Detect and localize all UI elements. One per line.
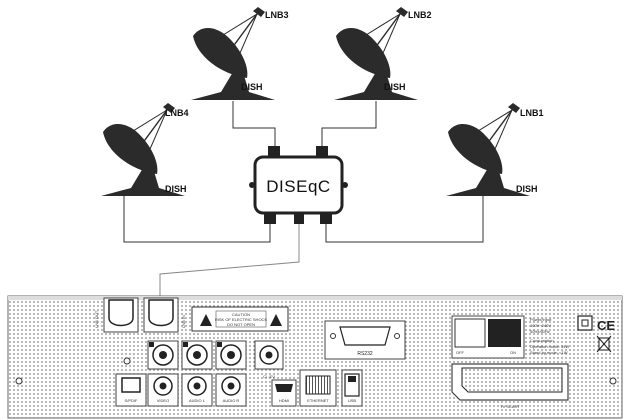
lnb-label: LNB1 xyxy=(520,108,544,118)
dish-lnb3: LNB3 DISH xyxy=(190,6,289,101)
dish-lnb2: LNB2 DISH xyxy=(333,6,432,101)
rca-jack-2[interactable] xyxy=(181,340,213,370)
lnb-cables xyxy=(123,101,484,243)
rca-jack-3[interactable] xyxy=(215,340,247,370)
lnb-in-label: LNB IN xyxy=(181,315,186,328)
dish-label: DISH xyxy=(165,184,187,194)
ce-mark: CE xyxy=(597,318,615,333)
screw-hole xyxy=(609,377,617,385)
tv-scart-port[interactable]: TV SCART xyxy=(451,363,569,409)
svg-text:Consumption: Consumption xyxy=(530,338,554,343)
power-switch[interactable]: OFF ON xyxy=(451,315,525,359)
satellite-dish-icon xyxy=(445,102,531,197)
rs232-port[interactable]: RS232 xyxy=(324,320,406,360)
hdmi-port[interactable]: HDMI xyxy=(271,379,297,407)
svg-text:HDMI: HDMI xyxy=(279,398,289,403)
svg-text:Stand by mode: <1W: Stand by mode: <1W xyxy=(530,350,568,355)
weee-bin-icon xyxy=(596,335,612,353)
dish-label: DISH xyxy=(516,184,538,194)
svg-text:Power/Input: Power/Input xyxy=(530,317,552,322)
svg-text:RISK OF ELECTRIC SHOCK: RISK OF ELECTRIC SHOCK xyxy=(215,317,268,322)
receiver-cable xyxy=(159,224,300,310)
usb-port[interactable]: USB xyxy=(341,369,363,407)
svg-text:ON: ON xyxy=(510,350,516,355)
dish-lnb4: LNB4 DISH xyxy=(100,102,189,197)
svg-text:VIDEO: VIDEO xyxy=(157,398,169,403)
audio-r-jack[interactable]: AUDIO R xyxy=(215,373,247,407)
dish-lnb1: LNB1 DISH xyxy=(445,102,544,197)
svg-text:50Hz/60Hz: 50Hz/60Hz xyxy=(530,329,550,334)
lnb-label: LNB2 xyxy=(408,10,432,20)
screw-hole xyxy=(123,357,131,365)
svg-text:RS232: RS232 xyxy=(357,351,373,357)
svg-text:100V~240V: 100V~240V xyxy=(530,323,551,328)
lnb-out-label: LNB OUT xyxy=(94,310,99,328)
receiver-back-panel: LNB OUT LNB IN CAUTION RISK OF ELECTRIC … xyxy=(7,295,623,419)
dish-label: DISH xyxy=(384,82,406,92)
cable-lnb2 xyxy=(321,101,377,150)
svg-text:USB: USB xyxy=(348,398,357,403)
audio-l-jack[interactable]: AUDIO L xyxy=(181,373,213,407)
lnb-out-port[interactable]: LNB OUT xyxy=(94,297,139,333)
cvbs-jack[interactable]: C/ -EV xyxy=(254,340,284,379)
cable-lnb3 xyxy=(232,101,276,150)
video-jack[interactable]: VIDEO xyxy=(147,373,179,407)
spdif-port[interactable]: S/PDIF xyxy=(115,373,147,407)
svg-text:DO NOT OPEN: DO NOT OPEN xyxy=(227,322,255,327)
diseqc-switch: DISEqC xyxy=(249,146,348,224)
dish-label: DISH xyxy=(241,82,263,92)
warning-label: CAUTION RISK OF ELECTRIC SHOCK DO NOT OP… xyxy=(191,306,289,332)
double-insulation-icon xyxy=(577,315,593,331)
screw-hole xyxy=(15,377,23,385)
svg-text:AUDIO R: AUDIO R xyxy=(223,398,240,403)
cable-lnb1 xyxy=(325,196,484,243)
svg-text:Operation mode: 34W: Operation mode: 34W xyxy=(530,344,569,349)
ethernet-port[interactable]: ETHERNET xyxy=(299,369,337,407)
lnb-label: LNB4 xyxy=(165,108,189,118)
svg-text:TV SCART: TV SCART xyxy=(500,404,520,409)
diseqc-label: DISEqC xyxy=(266,177,330,196)
rca-jacks: C/ -EV xyxy=(147,340,284,379)
svg-text:AUDIO L: AUDIO L xyxy=(189,398,206,403)
lnb-in-port[interactable]: LNB IN xyxy=(143,297,186,333)
svg-text:C/ -EV: C/ -EV xyxy=(263,374,275,379)
svg-text:ETHERNET: ETHERNET xyxy=(307,398,329,403)
lnb-label: LNB3 xyxy=(265,10,289,20)
svg-text:OFF: OFF xyxy=(456,350,465,355)
cable-lnb4 xyxy=(123,196,271,243)
power-info-label: Power/Input 100V~240V 50Hz/60Hz Consumpt… xyxy=(530,317,569,355)
svg-text:S/PDIF: S/PDIF xyxy=(125,398,138,403)
svg-text:CAUTION: CAUTION xyxy=(232,312,250,317)
rca-jack-1[interactable] xyxy=(147,340,179,370)
